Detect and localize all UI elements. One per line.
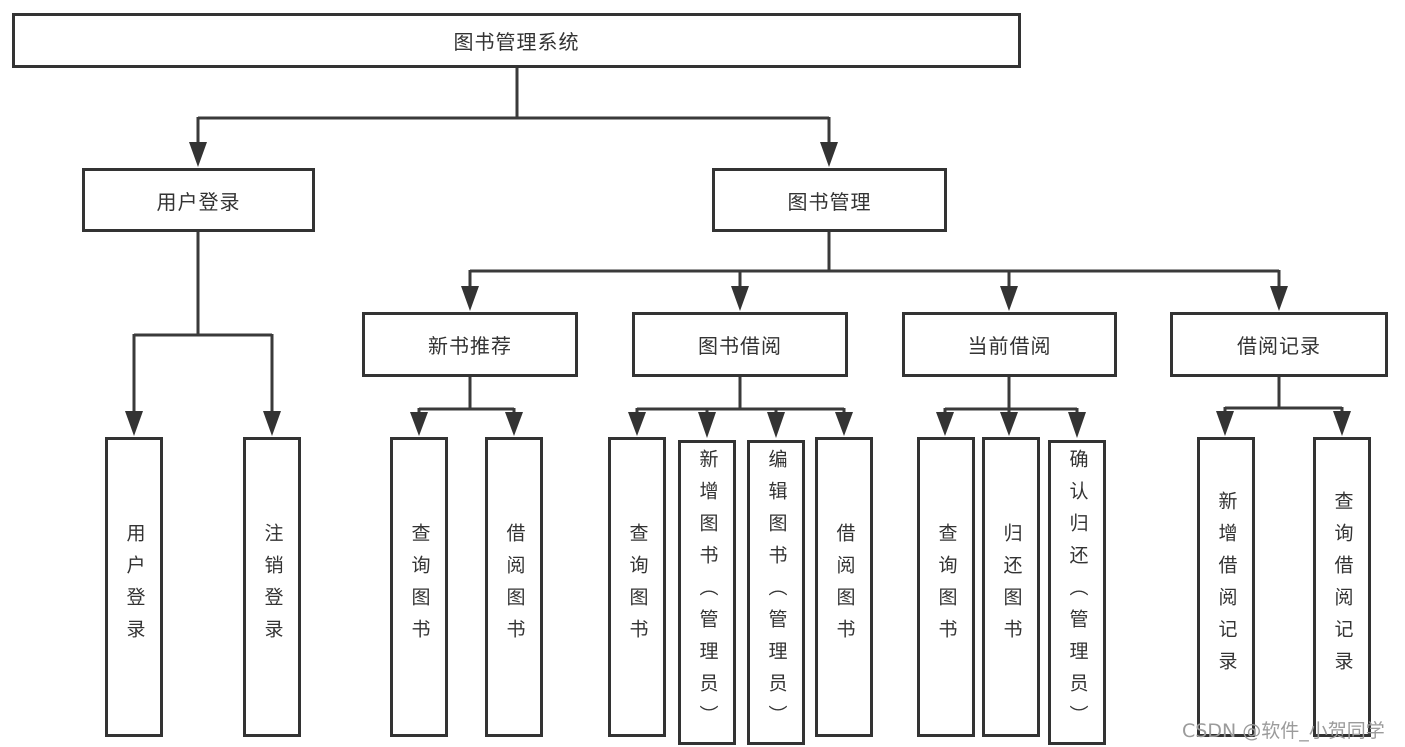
leaf-borrow-books-borrowing: 借阅图书 [815, 437, 873, 737]
leaf-add-books-admin: 新增图书（管理员） [678, 440, 736, 745]
leaf-query-borrow-record: 查询借阅记录 [1313, 437, 1371, 737]
node-borrowing-records-label: 借阅记录 [1237, 334, 1321, 358]
leaf-query-books-current-label: 查询图书 [935, 523, 958, 651]
leaf-query-books-recommend-label: 查询图书 [408, 523, 431, 651]
leaf-confirm-return-admin-label: 确认归还（管理员） [1066, 448, 1089, 737]
node-book-borrowing-label: 图书借阅 [698, 334, 782, 358]
node-book-borrowing: 图书借阅 [632, 312, 848, 377]
leaf-borrow-books-recommend: 借阅图书 [485, 437, 543, 737]
leaf-query-books-borrowing: 查询图书 [608, 437, 666, 737]
leaf-user-login: 用户登录 [105, 437, 163, 737]
leaf-borrow-books-borrowing-label: 借阅图书 [833, 523, 856, 651]
node-system-root-label: 图书管理系统 [453, 30, 580, 54]
node-book-management: 图书管理 [712, 168, 947, 232]
node-new-book-recommend-label: 新书推荐 [428, 334, 512, 358]
node-current-borrowing: 当前借阅 [902, 312, 1117, 377]
watermark: CSDN @软件_小贺同学 [1182, 720, 1385, 742]
leaf-logout-label: 注销登录 [261, 523, 284, 651]
node-new-book-recommend: 新书推荐 [362, 312, 578, 377]
leaf-query-books-recommend: 查询图书 [390, 437, 448, 737]
leaf-query-books-borrowing-label: 查询图书 [626, 523, 649, 651]
leaf-query-books-current: 查询图书 [917, 437, 975, 737]
leaf-query-borrow-record-label: 查询借阅记录 [1331, 491, 1354, 683]
leaf-confirm-return-admin: 确认归还（管理员） [1048, 440, 1106, 745]
leaf-logout: 注销登录 [243, 437, 301, 737]
node-borrowing-records: 借阅记录 [1170, 312, 1388, 377]
leaf-edit-books-admin-label: 编辑图书（管理员） [765, 448, 788, 737]
leaf-add-borrow-record-label: 新增借阅记录 [1215, 491, 1238, 683]
node-user-login-label: 用户登录 [156, 189, 241, 214]
leaf-user-login-label: 用户登录 [123, 523, 146, 651]
leaf-return-books: 归还图书 [982, 437, 1040, 737]
leaf-add-books-admin-label: 新增图书（管理员） [696, 448, 719, 737]
node-book-management-label: 图书管理 [787, 189, 872, 214]
node-system-root: 图书管理系统 [12, 13, 1021, 68]
leaf-edit-books-admin: 编辑图书（管理员） [747, 440, 805, 745]
node-user-login: 用户登录 [82, 168, 315, 232]
leaf-return-books-label: 归还图书 [1000, 523, 1023, 651]
leaf-borrow-books-recommend-label: 借阅图书 [503, 523, 526, 651]
node-current-borrowing-label: 当前借阅 [967, 334, 1052, 358]
leaf-add-borrow-record: 新增借阅记录 [1197, 437, 1255, 737]
